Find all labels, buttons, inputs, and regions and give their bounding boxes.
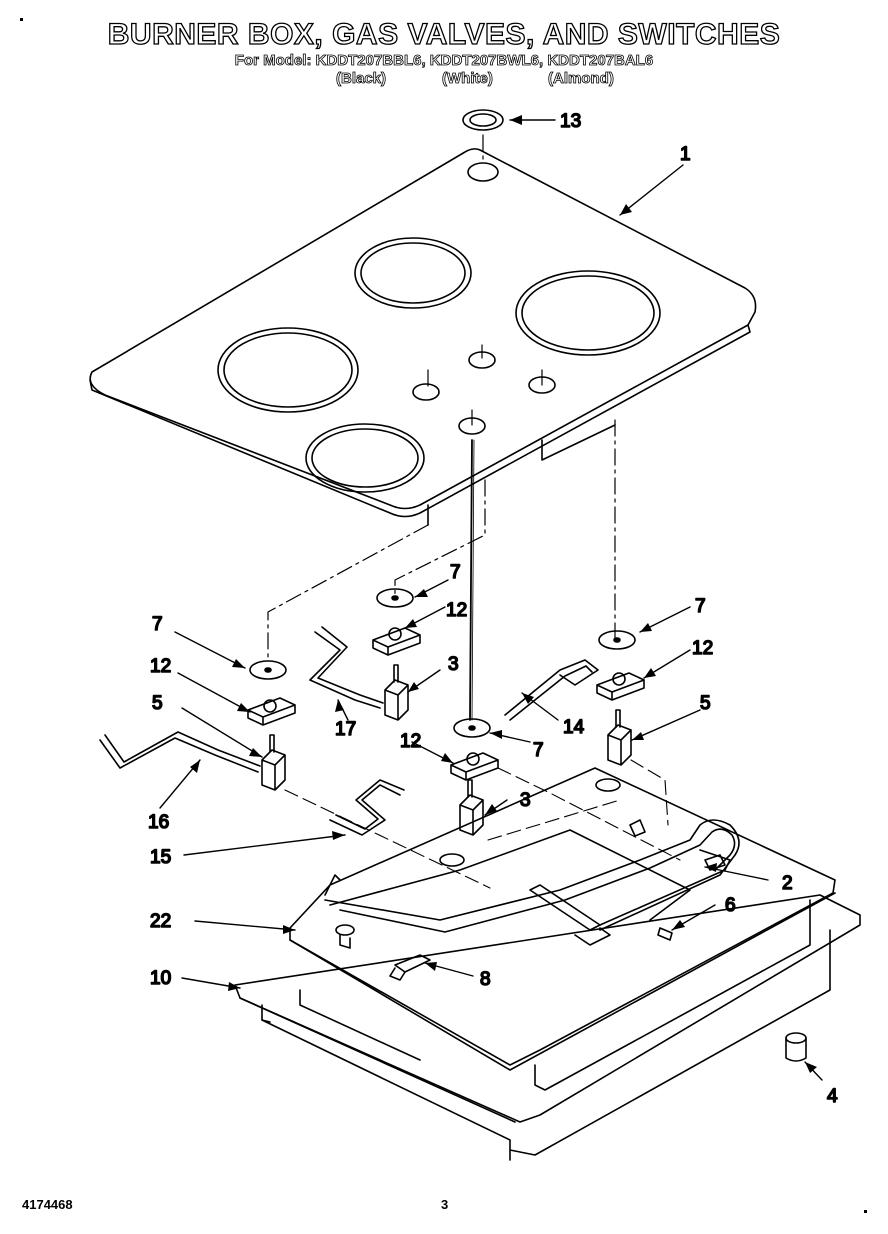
callout-4: 4 [827, 1086, 838, 1107]
arrowheads [190, 115, 817, 1073]
grommet [462, 109, 504, 131]
switches [247, 627, 645, 781]
callout-12: 12 [400, 731, 421, 752]
callout-labels: 13 1 7 7 7 7 12 12 12 12 3 3 5 5 14 17 1… [147, 110, 839, 1108]
callout-10: 10 [150, 968, 171, 989]
callout-12: 12 [692, 638, 713, 659]
callout-22: 22 [150, 911, 171, 932]
callout-15: 15 [150, 847, 171, 868]
model-list: For Model: KDDT207BBL6, KDDT207BWL6, KDD… [234, 52, 654, 70]
callout-7: 7 [152, 614, 163, 635]
alignment-lines [267, 134, 616, 661]
screw [657, 927, 673, 941]
callout-3: 3 [448, 654, 459, 675]
color-white: (White) [442, 70, 494, 88]
callout-3: 3 [520, 790, 531, 811]
callout-2: 2 [782, 873, 793, 894]
burner-box [289, 767, 836, 1071]
burner-assembly [324, 819, 740, 946]
callout-17: 17 [335, 719, 356, 740]
callout-12: 12 [446, 600, 467, 621]
gas-valves [261, 664, 632, 836]
callout-13: 13 [560, 111, 581, 132]
color-variants: (Black) (White) (Almond) [0, 70, 888, 90]
assembly-guides [284, 759, 681, 889]
page-number: 3 [441, 1197, 449, 1212]
callout-7: 7 [533, 740, 544, 761]
callout-6: 6 [725, 895, 736, 916]
bracket [389, 954, 431, 981]
alignment-line [469, 439, 473, 721]
orifice-fitting [785, 1032, 807, 1062]
washers [249, 588, 636, 738]
color-almond: (Almond) [548, 70, 615, 88]
callout-16: 16 [148, 812, 169, 833]
registration-mark [20, 18, 23, 21]
callout-5: 5 [700, 693, 711, 714]
burner-base-pan [234, 894, 861, 1161]
callout-7: 7 [695, 596, 706, 617]
part-number: 4174468 [22, 1197, 73, 1212]
diagram-title: BURNER BOX, GAS VALVES, AND SWITCHES [107, 17, 781, 51]
cooktop-glass-top [89, 148, 757, 526]
registration-mark [864, 1210, 867, 1213]
callout-8: 8 [480, 969, 491, 990]
callout-1: 1 [680, 144, 691, 165]
gas-tubes [99, 626, 599, 836]
leader-lines [159, 119, 823, 1081]
callout-14: 14 [563, 717, 585, 738]
color-black: (Black) [336, 70, 387, 88]
alignment-line [471, 439, 475, 721]
callout-5: 5 [152, 693, 163, 714]
callout-12: 12 [150, 656, 171, 677]
callout-7: 7 [450, 562, 461, 583]
